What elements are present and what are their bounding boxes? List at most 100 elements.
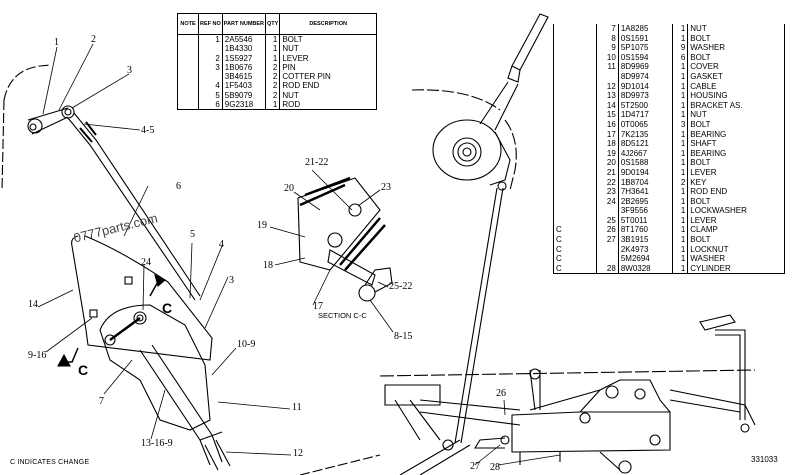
callout-27: 27 <box>470 461 480 472</box>
description-cell: NUT <box>687 24 785 34</box>
description-cell: BOLT <box>687 158 785 168</box>
shift-lever <box>511 13 549 71</box>
part-number-cell: 0S1591 <box>617 33 673 44</box>
note-cell <box>178 91 199 100</box>
description-cell: CYLINDER <box>687 263 785 274</box>
part-number-cell: 1B8704 <box>617 177 673 188</box>
part-number-cell: 1A8285 <box>617 24 673 34</box>
note-cell <box>554 53 597 63</box>
note-cell: C <box>556 254 562 264</box>
callout-24: 24 <box>141 257 151 268</box>
ref-no-cell: 12 <box>596 81 619 92</box>
floor-line <box>379 369 756 377</box>
section-mark-lower: C <box>78 362 89 378</box>
description-cell: BEARING <box>687 129 785 140</box>
callout-1: 1 <box>54 37 59 48</box>
part-number-cell: 3B1915 <box>617 235 673 245</box>
qty-cell: 1 <box>672 167 688 178</box>
description-cell: COVER <box>687 62 785 72</box>
ref-no-cell: 17 <box>596 129 619 140</box>
description-cell: SHAFT <box>687 139 785 149</box>
ref-no-cell: 13 <box>596 91 619 101</box>
ref-no-cell: 6 <box>198 100 223 110</box>
note-cell <box>554 91 597 101</box>
header-note: NOTE <box>177 13 199 35</box>
description-cell: HOUSING <box>687 91 785 101</box>
part-number-cell: 0T0065 <box>617 119 673 130</box>
ref-no-cell: 11 <box>596 62 619 72</box>
callout-21-22: 21-22 <box>305 157 329 168</box>
lever-disk <box>432 119 502 181</box>
header-ref-no: REF NO <box>198 13 223 35</box>
ref-no-cell <box>198 44 223 54</box>
note-cell <box>178 54 199 63</box>
description-cell: NUT <box>279 44 377 54</box>
cylinder <box>511 411 671 453</box>
note-cell: C <box>556 225 562 235</box>
part-number-cell: 1S5927 <box>221 53 266 63</box>
note-cell <box>554 206 597 216</box>
part-number-cell: 8W0328 <box>617 263 673 274</box>
description-cell: PIN <box>279 62 377 73</box>
note-cell <box>554 197 597 207</box>
callout-6: 6 <box>176 181 181 192</box>
qty-cell: 1 <box>672 100 688 111</box>
note-cell <box>554 101 597 111</box>
part-number-cell: 2B2695 <box>617 196 673 207</box>
note-cell <box>178 100 199 110</box>
part-number-cell: 9G2318 <box>221 100 266 110</box>
control-rod <box>67 112 201 301</box>
actuator-housing <box>99 304 211 431</box>
qty-cell: 1 <box>672 206 688 216</box>
ref-no-cell <box>596 244 619 255</box>
qty-cell: 2 <box>265 72 280 82</box>
part-number-cell: 5T0011 <box>617 215 673 226</box>
part-number-cell: 0S1594 <box>617 52 673 63</box>
ref-no-cell: 24 <box>596 196 619 207</box>
note-cell <box>554 149 597 159</box>
note-cell <box>178 44 199 53</box>
part-number-cell: 8D9974 <box>617 71 673 82</box>
qty-cell: 1 <box>672 110 688 120</box>
description-cell: BOLT <box>687 119 785 130</box>
description-cell: BOLT <box>687 52 785 63</box>
callout-26: 26 <box>496 388 506 399</box>
callout-19: 19 <box>257 220 267 231</box>
description-cell: WASHER <box>687 43 785 53</box>
ref-no-cell: 5 <box>198 90 223 101</box>
ref-no-cell: 27 <box>596 235 619 245</box>
bracket <box>71 235 213 361</box>
note-cell <box>554 216 597 226</box>
callout-10-9: 10-9 <box>237 339 256 350</box>
description-cell: BOLT <box>279 34 377 45</box>
description-cell: COTTER PIN <box>279 72 377 82</box>
description-cell: NUT <box>687 110 785 120</box>
parts-table-1: NOTE REF NO PART NUMBER QTY DESCRIPTION … <box>177 13 377 111</box>
ref-no-cell <box>596 206 619 216</box>
qty-cell: 9 <box>672 43 688 53</box>
note-cell <box>554 43 597 53</box>
part-number-cell: 1D4717 <box>617 110 673 120</box>
part-number-cell: 9D0194 <box>617 167 673 178</box>
part-number-cell: 2A5546 <box>221 34 266 45</box>
section-title: SECTION C-C <box>318 311 367 320</box>
ref-no-cell <box>596 254 619 264</box>
section-cc-detail <box>297 176 393 302</box>
callout-2: 2 <box>91 34 96 45</box>
qty-cell: 6 <box>672 52 688 63</box>
description-cell: ROD END <box>279 81 377 91</box>
part-number-cell: 8D9973 <box>617 91 673 101</box>
